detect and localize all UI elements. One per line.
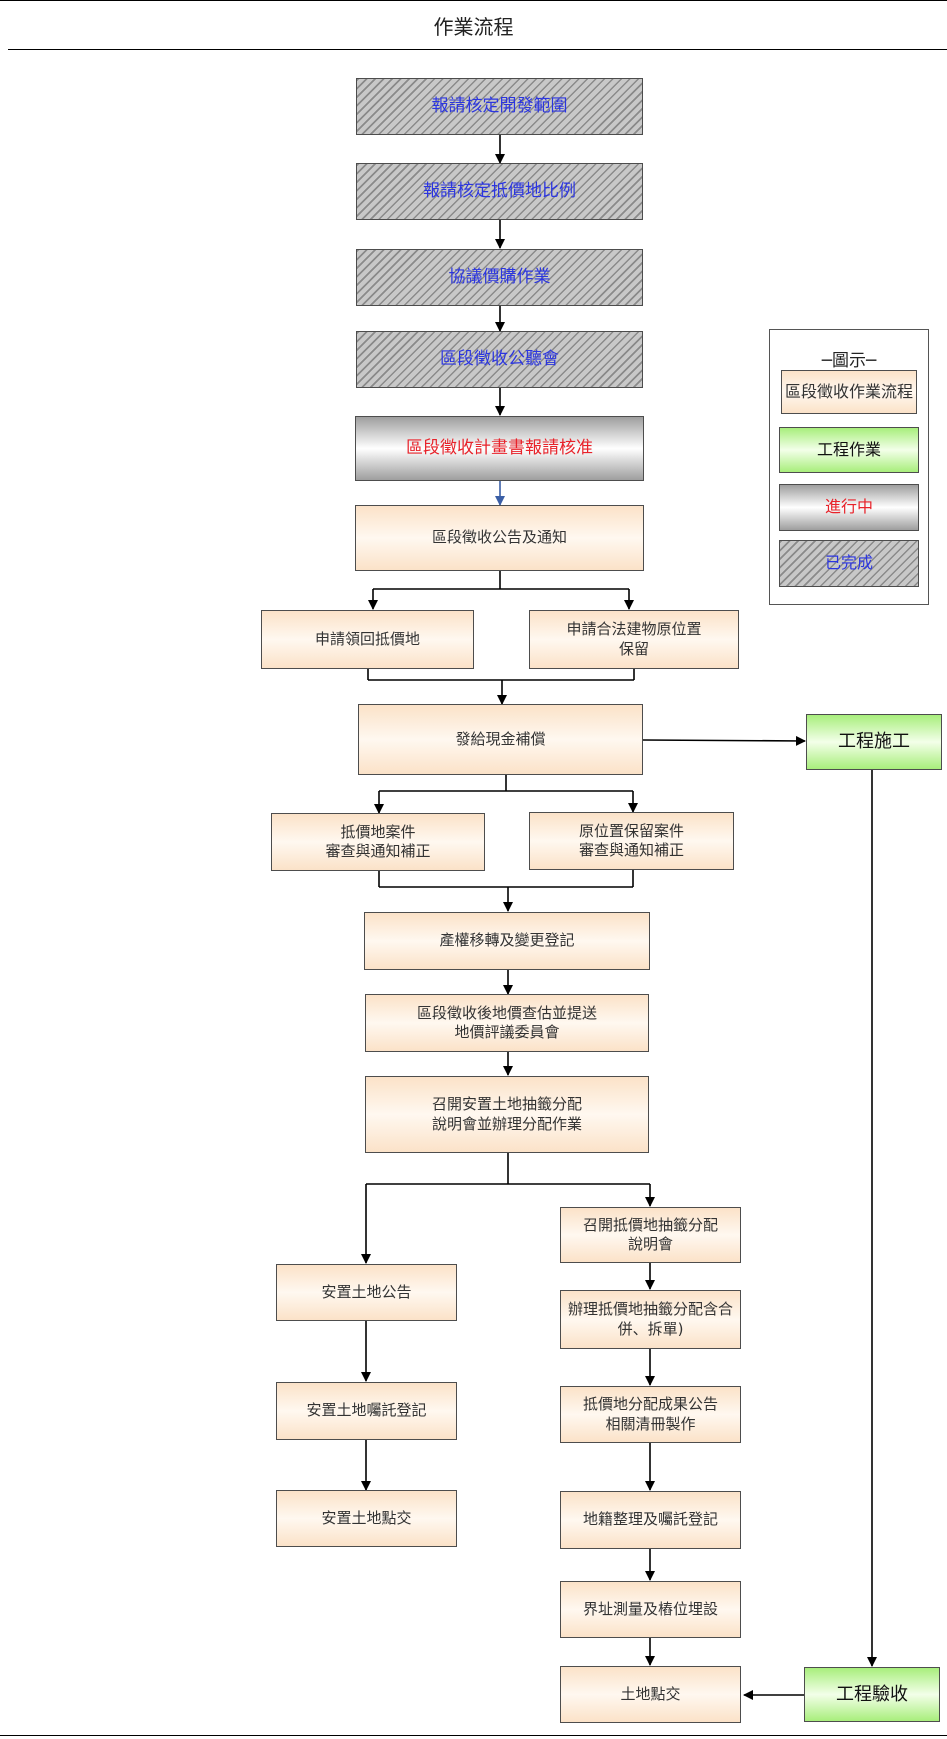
step-label: 抵價地分配成果公告 相關清冊製作 [582,1395,718,1433]
step-label: 安置土地點交 [321,1508,412,1527]
title-underline [8,49,947,50]
step-resettlement-announcement: 安置土地公告 [276,1264,457,1321]
legend-item-in-progress: 進行中 [779,484,919,531]
legend-label: 已完成 [824,553,873,573]
step-label: 召開抵價地抽籤分配 說明會 [582,1215,718,1254]
step-label: 地籍整理及囑託登記 [582,1510,718,1529]
step-label: 報請核定開發範圍 [431,96,568,117]
engineering-construction: 工程施工 [806,714,942,770]
legend-item-engineering: 工程作業 [779,427,919,473]
step-label: 報請核定抵價地比例 [423,181,576,202]
step-land-valuation: 區段徵收後地價查估並提送 地價評議委員會 [365,994,649,1052]
step-allocation-result-announcement: 抵價地分配成果公告 相關清冊製作 [560,1386,741,1443]
top-rule [0,0,947,1]
step-land-case-review: 抵價地案件 審查與通知補正 [271,813,485,871]
step-boundary-survey: 界址測量及樁位埋設 [560,1581,741,1638]
step-label: 抵價地案件 審查與通知補正 [325,822,431,861]
step-report-land-ratio: 報請核定抵價地比例 [356,163,643,220]
step-label: 界址測量及樁位埋設 [582,1599,718,1618]
step-land-lottery-meeting: 召開抵價地抽籤分配 說明會 [560,1207,741,1263]
step-announcement-notice: 區段徵收公告及通知 [355,505,644,571]
legend-label: 區段徵收作業流程 [784,381,913,401]
step-label: 區段徵收後地價查估並提送 地價評議委員會 [416,1003,597,1042]
step-label: 區段徵收計畫書報請核准 [406,438,593,459]
step-resettlement-handover: 安置土地點交 [276,1490,457,1547]
step-label: 安置土地公告 [321,1282,412,1301]
step-cadastral-registration: 地籍整理及囑託登記 [560,1491,741,1549]
step-label: 安置土地囑託登記 [306,1401,427,1420]
arrow-n9-construction [642,735,806,746]
step-cash-compensation: 發給現金補償 [358,704,643,775]
step-public-hearing: 區段徵收公聽會 [356,331,643,388]
step-negotiated-purchase: 協議價購作業 [356,249,643,306]
step-label: 協議價購作業 [448,267,551,288]
step-plan-approval: 區段徵收計畫書報請核准 [355,416,644,481]
step-report-development-area: 報請核定開發範圍 [356,78,643,135]
step-land-handover: 土地點交 [560,1666,741,1723]
step-resettlement-registration: 安置土地囑託登記 [276,1382,457,1440]
step-label: 申請合法建物原位置 保留 [566,620,702,658]
step-label: 辦理抵價地抽籤分配含合 併、拆單) [567,1300,733,1338]
legend-label: 工程作業 [816,439,881,459]
step-label: 原位置保留案件 審查與通知補正 [578,821,684,860]
legend-label: 進行中 [824,497,873,517]
step-label: 產權移轉及變更登記 [439,931,575,950]
step-label: 土地點交 [620,1684,681,1703]
step-label: 召開安置土地抽籤分配 說明會並辦理分配作業 [431,1095,582,1133]
legend-title: ─圖示─ [821,351,877,371]
step-retention-case-review: 原位置保留案件 審查與通知補正 [529,812,734,870]
engineering-acceptance: 工程驗收 [804,1667,940,1722]
step-apply-land-return: 申請領回抵價地 [261,610,474,669]
bottom-rule [0,1735,947,1736]
step-label: 申請領回抵價地 [314,629,420,648]
step-title-transfer: 產權移轉及變更登記 [364,912,650,970]
step-land-lottery-allocation: 辦理抵價地抽籤分配含合 併、拆單) [560,1290,741,1349]
step-label: 區段徵收公聽會 [440,349,559,370]
step-label: 區段徵收公告及通知 [431,528,567,547]
step-resettlement-lottery-meeting: 召開安置土地抽籤分配 說明會並辦理分配作業 [365,1076,649,1153]
step-label: 工程施工 [838,731,910,753]
step-label: 工程驗收 [836,1683,908,1705]
step-label: 發給現金補償 [455,729,546,748]
legend-item-completed: 已完成 [779,540,919,587]
step-apply-building-retention: 申請合法建物原位置 保留 [529,610,739,669]
legend-item-task: 區段徵收作業流程 [781,370,917,414]
page-title: 作業流程 [433,15,514,39]
